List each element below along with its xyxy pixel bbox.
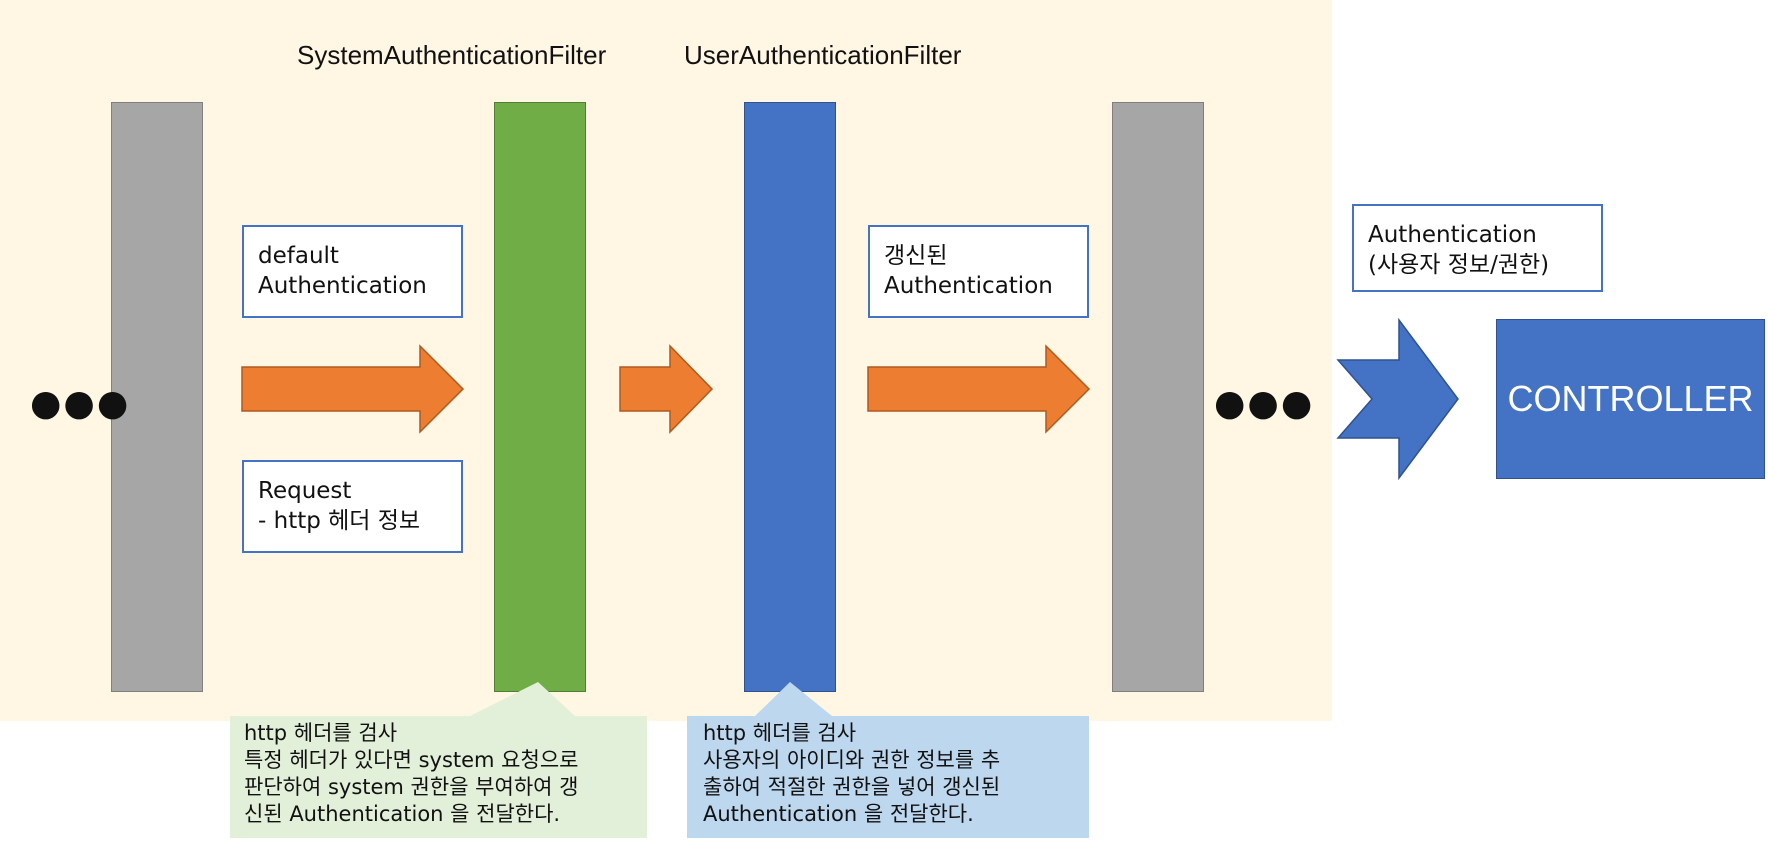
ellipsis-left: ●●● — [30, 383, 131, 424]
user-authentication-filter-bar — [744, 102, 836, 692]
user-filter-title: UserAuthenticationFilter — [684, 40, 962, 70]
request-box: Request - http 헤더 정보 — [242, 460, 463, 553]
filter-bar-right — [1112, 102, 1204, 692]
updated-authentication-box: 갱신된 Authentication — [868, 225, 1089, 318]
filter-bar-left — [111, 102, 203, 692]
system-authentication-filter-bar — [494, 102, 586, 692]
filter-chain-region — [0, 0, 1332, 721]
user-filter-note: http 헤더를 검사 사용자의 아이디와 권한 정보를 추 출하여 적절한 권… — [703, 721, 1001, 826]
system-filter-note: http 헤더를 검사 특정 헤더가 있다면 system 요청으로 판단하여 … — [244, 721, 579, 826]
chevron-right-icon — [1336, 317, 1459, 481]
arrow-right-icon — [619, 344, 714, 434]
controller-box: CONTROLLER — [1496, 319, 1765, 479]
user-callout-shape — [687, 682, 1089, 838]
arrow-right-icon — [867, 344, 1091, 434]
system-filter-title: SystemAuthenticationFilter — [297, 40, 607, 70]
user-authentication-box: Authentication (사용자 정보/권한) — [1352, 204, 1603, 292]
default-authentication-box: default Authentication — [242, 225, 463, 318]
arrow-right-icon — [241, 344, 465, 434]
controller-label: CONTROLLER — [1507, 378, 1754, 419]
ellipsis-right: ●●● — [1214, 383, 1315, 424]
system-callout-shape — [230, 682, 647, 838]
